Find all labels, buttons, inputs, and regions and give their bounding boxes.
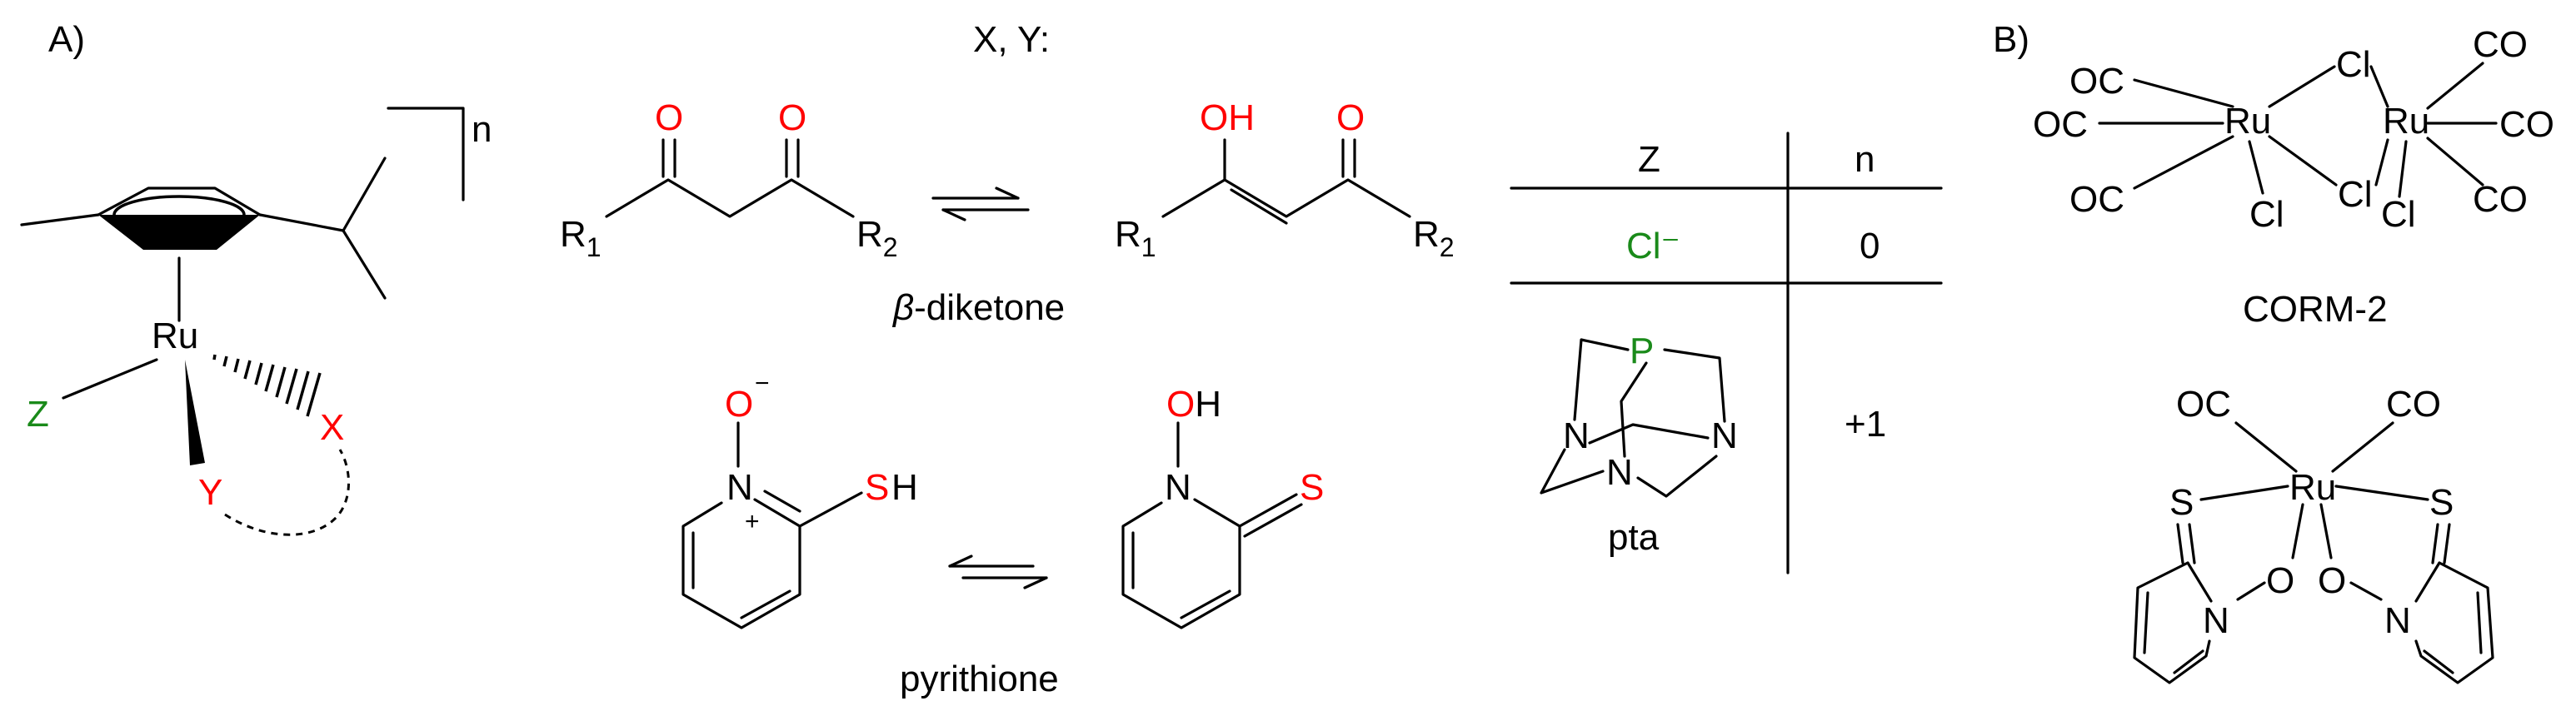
enol-hydroxyl: OH: [1200, 97, 1255, 138]
rupy-s-left: S: [2169, 482, 2194, 523]
rupy-co-right: CO: [2386, 384, 2441, 425]
wedge-bond-y: [185, 360, 205, 465]
corm2-co-mid-right: CO: [2499, 104, 2554, 145]
rupy-o-right: O: [2318, 560, 2346, 601]
corm2-ru-right: Ru: [2383, 101, 2429, 142]
corm2-cl-top: Cl: [2336, 44, 2371, 85]
table-row2-n: +1: [1845, 404, 1886, 445]
donor-y: Y: [198, 472, 222, 513]
corm2-oc-mid-left: OC: [2033, 104, 2088, 145]
pta-phosphorus: P: [1630, 331, 1654, 371]
keto-r2: R2: [856, 214, 898, 262]
ligand-table: Z n Cl⁻ 0 +1 P N N N pta: [1510, 132, 1943, 574]
corm2-oc-bottom-left: OC: [2069, 179, 2124, 220]
charge-n-label: n: [472, 109, 492, 150]
rupy-ru: Ru: [2289, 467, 2336, 508]
pta-n-left: N: [1563, 415, 1590, 456]
corm2-co-bottom-right: CO: [2473, 179, 2528, 220]
table-row1-z: Cl⁻: [1626, 226, 1680, 266]
rupy-n-left: N: [2203, 600, 2229, 641]
corm2-cl-bottom-right: Cl: [2381, 194, 2416, 235]
table-header-z: Z: [1638, 139, 1660, 180]
donor-x: X: [320, 407, 344, 448]
corm2-cl-bottom-left: Cl: [2249, 194, 2284, 235]
keto-oxygen-1: O: [655, 97, 683, 138]
equilibrium-arrows-2: [948, 554, 1048, 589]
keto-r1: R1: [560, 214, 602, 262]
corm2-caption: CORM-2: [2243, 289, 2388, 330]
pyrithione-thione-form: OH N S: [1121, 384, 1324, 629]
beta-diketone-keto: O O R1 R2: [560, 97, 898, 262]
pyrithione-h: H: [891, 467, 918, 508]
pyrithione-minus: −: [755, 370, 770, 397]
pyrithione-n: N: [726, 467, 753, 508]
xy-heading: X, Y:: [973, 19, 1050, 60]
pyrithione-thiol-form: O − N + S H: [681, 370, 918, 629]
panel-label-b: B): [1993, 19, 2029, 60]
corm2-co-top-right: CO: [2473, 24, 2528, 65]
pyrithione-caption: pyrithione: [900, 659, 1059, 699]
ligand-z: Z: [27, 394, 49, 435]
table-row1-n: 0: [1860, 226, 1880, 266]
enol-r1: R1: [1115, 214, 1156, 262]
enol-r2: R2: [1413, 214, 1455, 262]
rupy-o-left: O: [2266, 560, 2294, 601]
pyrithione-oxide-o: O: [725, 384, 753, 425]
corm2-cl-bottom-mid: Cl: [2338, 174, 2373, 215]
arene-aromatic-circle: [112, 195, 246, 235]
ru-center: Ru: [152, 316, 198, 356]
rupy-n-right: N: [2384, 600, 2411, 641]
corm2-oc-top-left: OC: [2069, 61, 2124, 102]
diketone-caption: β-diketone: [891, 287, 1065, 328]
arene-ruthenium-complex: n Ru Z X Y: [20, 107, 492, 536]
pyrithione-sulfur: S: [865, 467, 889, 508]
corm2-structure: OC OC OC Ru Cl Cl Cl Cl Ru CO CO CO: [2033, 24, 2554, 235]
panel-label-a: A): [48, 19, 85, 60]
pta-structure: P N N N: [1540, 331, 1738, 498]
enol-oxygen: O: [1336, 97, 1365, 138]
equilibrium-arrows-1: [931, 186, 1030, 221]
table-header-n: n: [1855, 139, 1875, 180]
rupy-s-right: S: [2429, 482, 2454, 523]
ru-pyrithione-complex: OC CO Ru S O N S O N: [2133, 384, 2494, 684]
pta-caption: pta: [1608, 517, 1660, 558]
thione-hydroxyl: OH: [1166, 384, 1221, 425]
beta-diketone-enol: OH O R1 R2: [1115, 97, 1455, 262]
hashed-bond-x: [212, 354, 322, 417]
chelate-dashed-arc: [224, 449, 350, 536]
pta-n-bottom: N: [1606, 452, 1633, 493]
thione-n: N: [1165, 467, 1191, 508]
keto-oxygen-2: O: [778, 97, 806, 138]
pyrithione-plus: +: [745, 508, 760, 535]
rupy-oc-left: OC: [2176, 384, 2231, 425]
thione-sulfur: S: [1300, 467, 1324, 508]
